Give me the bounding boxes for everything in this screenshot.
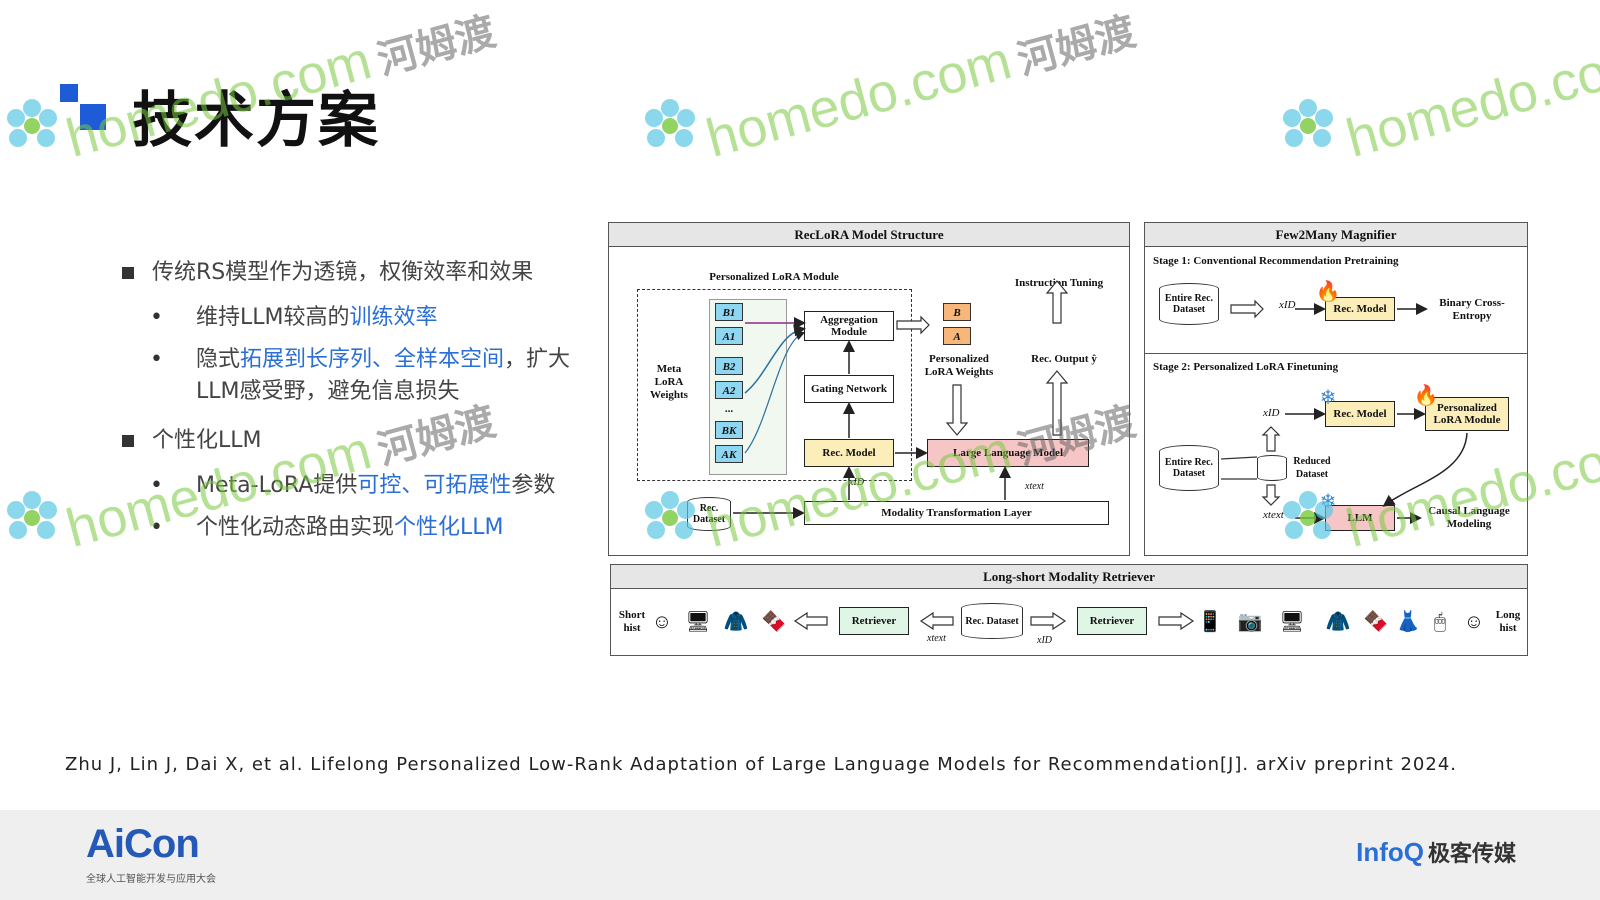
- jacket-icon: 🧥: [723, 611, 749, 633]
- lora-a1: A1: [715, 327, 743, 345]
- reclora-panel: RecLoRA Model Structure Personalized LoR…: [608, 222, 1130, 556]
- fire-icon: 🔥: [1315, 281, 1341, 303]
- lora-a2: A2: [715, 381, 743, 399]
- personal-a: A: [943, 327, 971, 345]
- reclora-arrows: [733, 280, 1069, 519]
- title-mark-icon: [60, 84, 106, 130]
- meta-weights-label: Meta LoRA Weights: [650, 363, 688, 401]
- rec-dataset-cyl: Rec. Dataset: [687, 497, 731, 531]
- rec-dataset-cyl-3: Rec. Dataset: [961, 603, 1023, 639]
- xid-var-3: xID: [1037, 635, 1052, 646]
- bullet-list: 传统RS模型作为透镜，权衡效率和效果 维持LLM较高的训练效率 隐式拓展到长序列…: [120, 258, 600, 554]
- person-icon: ☺: [651, 611, 673, 633]
- stage1-label: Stage 1: Conventional Recommendation Pre…: [1153, 255, 1399, 267]
- xid-var-1: xID: [1279, 299, 1296, 311]
- snowflake-icon: ❄: [1319, 387, 1337, 409]
- llm-small-box: LLM: [1325, 505, 1395, 531]
- phone-icon: 📱: [1197, 611, 1223, 633]
- retriever-box-2: Retriever: [1077, 607, 1147, 635]
- retriever-arrows: [793, 611, 1195, 631]
- aggregation-box: Aggregation Module: [804, 311, 894, 341]
- lora-b2: B2: [715, 357, 743, 375]
- sub-bullet-item: 个性化动态路由实现个性化LLM: [120, 512, 600, 544]
- rec-model-box: Rec. Model: [804, 439, 894, 467]
- few2many-title: Few2Many Magnifier: [1145, 223, 1527, 247]
- chocolate-icon: 🍫: [1363, 611, 1389, 633]
- jacket-icon: 🧥: [1325, 611, 1351, 633]
- sub-bullet-item: 隐式拓展到长序列、全样本空间，扩大LLM感受野，避免信息损失: [120, 344, 600, 408]
- watermark: homedo.com河姆渡: [700, 8, 1141, 169]
- camera-icon: 📷: [1237, 611, 1263, 633]
- long-hist-label: Long hist: [1495, 609, 1521, 634]
- entire-dataset-cyl-2: Entire Rec. Dataset: [1159, 445, 1219, 491]
- xtext-var-2: xtext: [1263, 509, 1284, 521]
- binary-ce-label: Binary Cross-Entropy: [1439, 297, 1505, 322]
- modality-layer-box: Modality Transformation Layer: [804, 501, 1109, 525]
- monitor-icon: 🖥: [685, 611, 711, 633]
- sub-bullet-item: Meta-LoRA提供可控、可拓展性参数: [120, 470, 600, 502]
- short-hist-label: Short hist: [618, 609, 646, 634]
- dress-icon: 👗: [1395, 611, 1421, 633]
- aicon-logo: AiCon: [86, 822, 200, 866]
- flower-logo-icon: [7, 99, 57, 147]
- rec-output-label: Rec. Output ŷ: [1031, 353, 1097, 365]
- xtext-var-3: xtext: [927, 633, 946, 644]
- few2many-panel: Few2Many Magnifier Stage 1: Conventional…: [1144, 222, 1528, 556]
- rec-model-box-1: Rec. Model: [1325, 297, 1395, 321]
- xid-var-2: xID: [1263, 407, 1280, 419]
- flower-logo-icon: [645, 99, 695, 147]
- reduced-dataset-cyl: [1257, 455, 1287, 481]
- watermark: homedo.com: [1340, 30, 1600, 169]
- stage2-label: Stage 2: Personalized LoRA Finetuning: [1153, 361, 1339, 373]
- person-icon: ☺: [1463, 611, 1485, 633]
- lora-bk: BK: [715, 421, 743, 439]
- reclora-title: RecLoRA Model Structure: [609, 223, 1129, 247]
- sub-bullet-item: 维持LLM较高的训练效率: [120, 302, 600, 334]
- bullet-item: 传统RS模型作为透镜，权衡效率和效果: [120, 258, 600, 288]
- bullet-item: 个性化LLM: [120, 426, 600, 456]
- reduced-dataset-label: Reduced Dataset: [1293, 456, 1331, 480]
- xid-var: xID: [849, 477, 864, 488]
- retriever-title: Long-short Modality Retriever: [611, 565, 1527, 589]
- lora-ak: AK: [715, 445, 743, 463]
- few2many-arrows: [1220, 299, 1468, 524]
- xtext-var: xtext: [1025, 481, 1044, 492]
- retriever-box-1: Retriever: [839, 607, 909, 635]
- lora-b1: B1: [715, 303, 743, 321]
- fire-icon: 🔥: [1413, 385, 1439, 407]
- architecture-diagram: RecLoRA Model Structure Personalized LoR…: [608, 222, 1558, 672]
- gating-box: Gating Network: [804, 375, 894, 403]
- flower-logo-icon: [7, 491, 57, 539]
- causal-lm-label: Causal Language Modeling: [1428, 505, 1510, 530]
- rec-model-box-2: Rec. Model: [1325, 401, 1395, 427]
- personalized-lora-box: Personalized LoRA Module: [1425, 397, 1509, 431]
- retriever-panel: Long-short Modality Retriever Short hist…: [610, 564, 1528, 656]
- reference-citation: Zhu J, Lin J, Dai X, et al. Lifelong Per…: [65, 754, 1458, 775]
- personal-b: B: [943, 303, 971, 321]
- chocolate-icon: 🍫: [761, 611, 787, 633]
- personalized-weights-label: Personalized LoRA Weights: [924, 353, 994, 378]
- monitor-icon: 🖥: [1279, 611, 1305, 633]
- aicon-subtitle: 全球人工智能开发与应用大会: [86, 874, 216, 885]
- entire-dataset-cyl: Entire Rec. Dataset: [1159, 283, 1219, 325]
- mouse-icon: 🖱: [1434, 611, 1446, 633]
- lora-module-label: Personalized LoRA Module: [709, 271, 839, 283]
- flower-logo-icon: [1283, 99, 1333, 147]
- page-title: 技术方案: [132, 86, 380, 156]
- lora-ellipsis: ...: [724, 403, 734, 415]
